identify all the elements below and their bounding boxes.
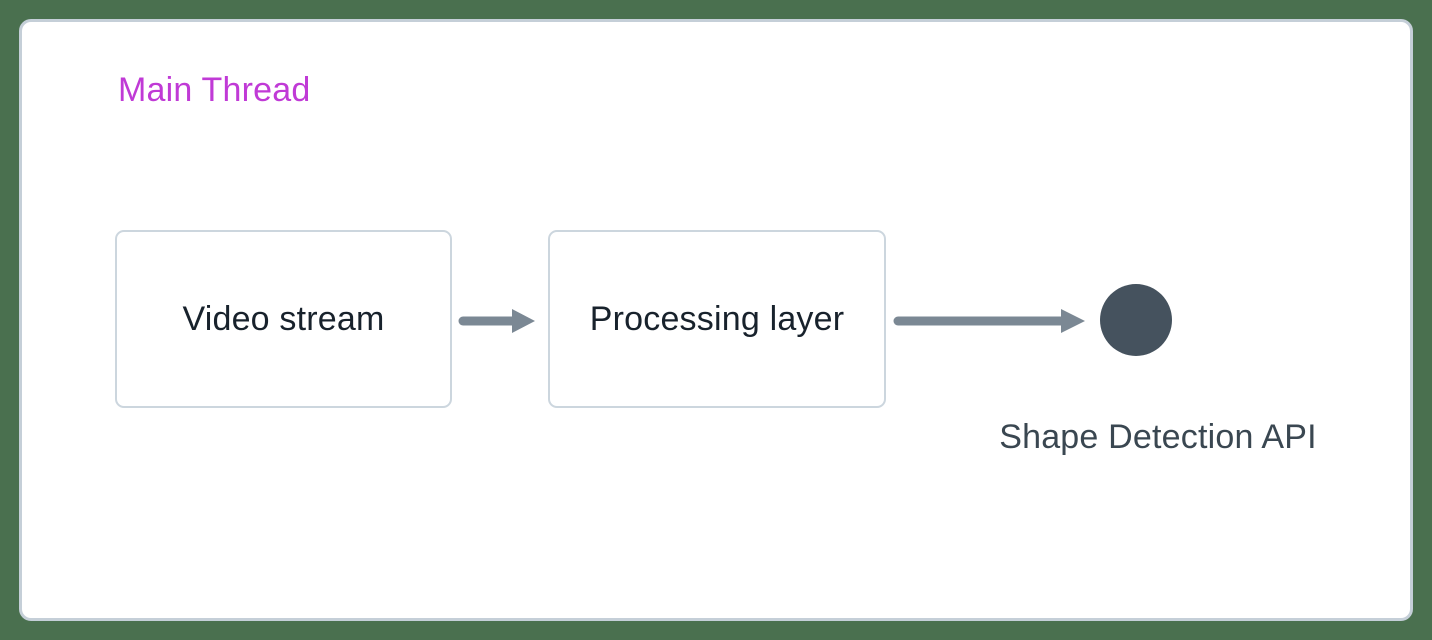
node-processing-layer-label: Processing layer: [589, 299, 845, 338]
node-processing-layer: Processing layer: [548, 230, 886, 408]
node-video-stream: Video stream: [115, 230, 452, 408]
main-thread-title: Main Thread: [118, 71, 311, 109]
arrow-right-icon: [893, 309, 1085, 333]
node-video-stream-label: Video stream: [182, 299, 385, 338]
filled-circle-icon: [1100, 284, 1172, 356]
arrow-right-icon: [458, 309, 535, 333]
shape-detection-api-label: Shape Detection API: [999, 418, 1317, 456]
